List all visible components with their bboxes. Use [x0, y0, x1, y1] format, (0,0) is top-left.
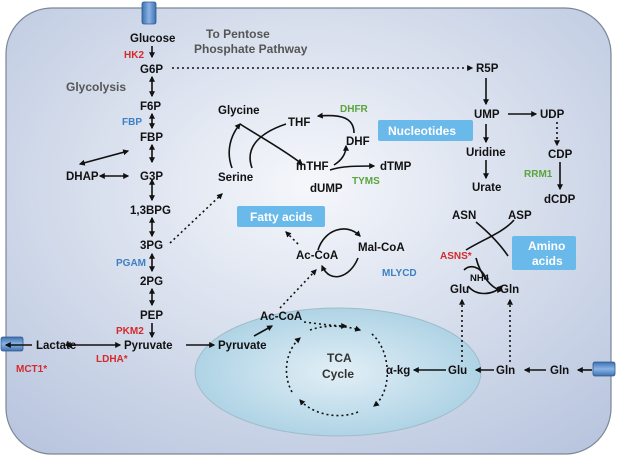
metabolite-urate: Urate — [472, 182, 501, 194]
metabolite-akg: α-kg — [386, 365, 410, 377]
pentose-pathway-label-line2: Phosphate Pathway — [194, 42, 308, 56]
metabolite-thf: THF — [288, 117, 310, 129]
metabolite-ump: UMP — [474, 109, 500, 121]
metabolite-3pg: 3PG — [140, 240, 163, 252]
enzyme-tyms: TYMS — [352, 176, 380, 187]
metabolite-dtmp: dTMP — [380, 161, 412, 173]
mitochondrion — [194, 307, 482, 437]
metabolite-dhf: DHF — [346, 136, 370, 148]
metabolite-asp: ASP — [508, 210, 532, 222]
glucose-transporter — [141, 1, 157, 25]
enzyme-mlycd: MLYCD — [382, 268, 417, 279]
metabolite-mthf: mTHF — [296, 161, 329, 173]
pentose-pathway-label-line1: To Pentose — [206, 27, 270, 41]
mct1-transporter — [0, 336, 24, 352]
metabolite-accoa-mito: Ac-CoA — [260, 311, 302, 323]
glycolysis-label: Glycolysis — [66, 80, 126, 94]
enzyme-mct1: MCT1* — [16, 364, 47, 375]
metabolite-lactate: Lactate — [36, 340, 76, 352]
metabolite-dcdp: dCDP — [544, 194, 576, 206]
metabolite-pyruvate-mito: Pyruvate — [218, 340, 267, 352]
arrows-layer — [4, 46, 592, 417]
metabolite-serine: Serine — [218, 172, 253, 184]
metabolite-asn: ASN — [452, 210, 476, 222]
metabolite-r5p: R5P — [476, 63, 499, 75]
fatty-acids-box-label: Fatty acids — [250, 210, 313, 224]
metabolite-dump: dUMP — [310, 183, 343, 195]
metabolite-13bpg: 1,3BPG — [130, 205, 171, 217]
metabolite-cdp: CDP — [548, 149, 573, 161]
enzyme-fbp: FBP — [122, 117, 142, 128]
enzyme-asns: ASNS* — [440, 251, 472, 262]
metabolite-gln-bottom: Gln — [496, 365, 515, 377]
amino-acids-box-label-line2: acids — [532, 254, 563, 268]
amino-acids-box-label-line1: Amino — [528, 239, 565, 253]
metabolite-g3p: G3P — [140, 171, 163, 183]
metabolite-glycine: Glycine — [218, 105, 260, 117]
enzyme-hk2: HK2 — [124, 50, 144, 61]
metabolite-glu-bottom: Glu — [448, 365, 467, 377]
metabolite-pyruvate: Pyruvate — [124, 340, 173, 352]
metabolite-fbp: FBP — [140, 132, 163, 144]
glutamine-transporter — [592, 361, 616, 377]
metabolite-g6p: G6P — [140, 64, 163, 76]
metabolite-nh4: NH4 — [470, 273, 490, 284]
enzyme-pgam: PGAM — [116, 258, 146, 269]
metabolite-gln-outer: Gln — [550, 365, 569, 377]
metabolite-glucose: Glucose — [130, 33, 175, 45]
metabolite-gln: Gln — [500, 284, 519, 296]
metabolite-dhap: DHAP — [66, 171, 99, 183]
metabolite-accoa: Ac-CoA — [296, 250, 338, 262]
enzyme-dhfr: DHFR — [340, 104, 369, 115]
enzyme-rrm1: RRM1 — [524, 169, 553, 180]
metabolite-f6p: F6P — [140, 101, 161, 113]
enzyme-ldha: LDHA* — [96, 354, 128, 365]
metabolite-glu: Glu — [450, 284, 469, 296]
nucleotides-box — [378, 120, 473, 141]
tca-label-line1: TCA — [327, 351, 352, 365]
metabolite-uridine: Uridine — [466, 147, 506, 159]
metabolite-2pg: 2PG — [140, 276, 163, 288]
nucleotides-box-label: Nucleotides — [388, 124, 456, 138]
fatty-acids-box — [237, 206, 325, 227]
tca-label-line2: Cycle — [322, 367, 354, 381]
amino-acids-box — [512, 236, 576, 270]
metabolite-malcoa: Mal-CoA — [358, 242, 405, 254]
enzyme-pkm2: PKM2 — [116, 326, 144, 337]
metabolite-pep: PEP — [140, 310, 163, 322]
metabolite-udp: UDP — [540, 109, 565, 121]
